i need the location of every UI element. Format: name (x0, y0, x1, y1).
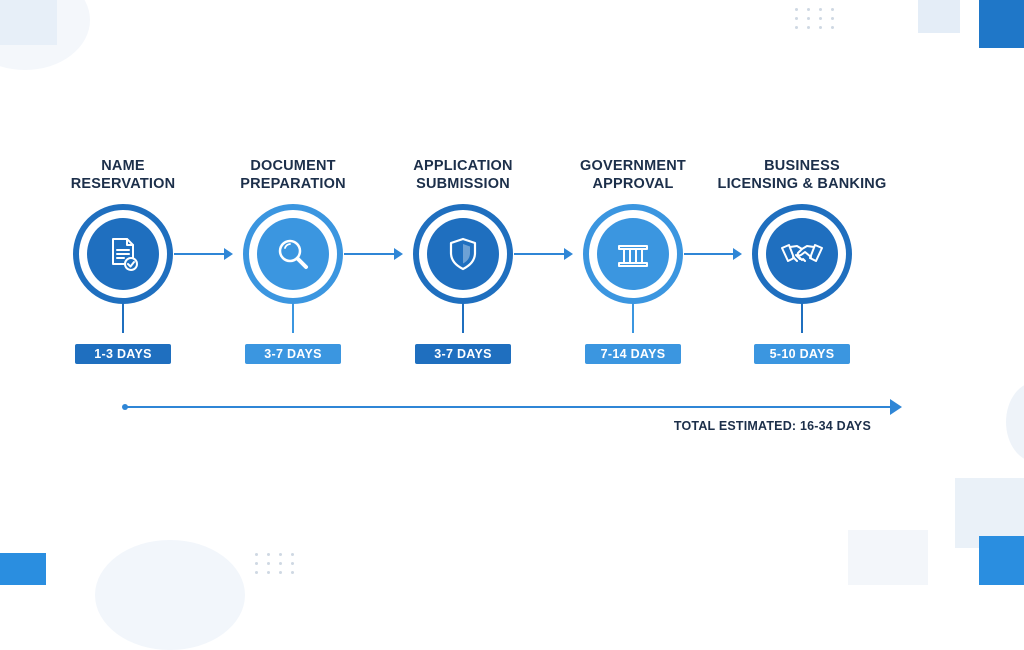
step-connector-line (632, 303, 634, 333)
background-square (979, 0, 1024, 48)
total-estimate-label: TOTAL ESTIMATED: 16-34 DAYS (673, 419, 871, 433)
step-arrow (684, 248, 742, 260)
step-title-line: APPLICATION (413, 158, 513, 174)
step-title-line: DOCUMENT (250, 158, 336, 174)
dot-grid-decoration (795, 8, 835, 29)
step-title-line: LICENSING & BANKING (717, 176, 887, 192)
background-square (0, 0, 57, 45)
step-arrow (344, 248, 403, 260)
magnifier-icon (257, 218, 329, 290)
step-title: GOVERNMENT APPROVAL (533, 157, 733, 193)
step-circle (243, 204, 343, 304)
document-check-icon (87, 218, 159, 290)
duration-badge: 5-10 DAYS (754, 344, 850, 364)
shield-icon (427, 218, 499, 290)
step-circle (73, 204, 173, 304)
step-arrow (174, 248, 233, 260)
duration-badge: 3-7 DAYS (245, 344, 341, 364)
timeline-arrow (122, 399, 902, 415)
duration-badge: 3-7 DAYS (415, 344, 511, 364)
background-square (848, 530, 928, 585)
step-title-line: APPROVAL (592, 176, 674, 192)
step-title-line: NAME (101, 158, 145, 174)
step-title: NAME RESERVATION (23, 157, 223, 193)
step-title-line: BUSINESS (764, 158, 840, 174)
timeline-start-dot (122, 404, 128, 410)
duration-badge: 7-14 DAYS (585, 344, 681, 364)
step-title-line: PREPARATION (240, 176, 346, 192)
step-title: APPLICATION SUBMISSION (363, 157, 563, 193)
background-square (0, 553, 46, 585)
step-connector-line (462, 303, 464, 333)
handshake-icon (766, 218, 838, 290)
background-square (918, 0, 960, 33)
step-title-line: SUBMISSION (416, 176, 510, 192)
step-arrow (514, 248, 573, 260)
background-circle (1006, 382, 1024, 462)
step-title-line: GOVERNMENT (580, 158, 686, 174)
dot-grid-decoration (255, 553, 295, 574)
step-connector-line (122, 303, 124, 333)
timeline-arrowhead (890, 399, 902, 415)
background-square (979, 536, 1024, 585)
background-circle (95, 540, 245, 650)
step-connector-line (801, 303, 803, 333)
step-circle (752, 204, 852, 304)
duration-badge: 1-3 DAYS (75, 344, 171, 364)
government-building-icon (597, 218, 669, 290)
step-circle (583, 204, 683, 304)
step-connector-line (292, 303, 294, 333)
step-circle (413, 204, 513, 304)
step-title-line: RESERVATION (70, 176, 176, 192)
step-title: DOCUMENT PREPARATION (193, 157, 393, 193)
step-title: BUSINESS LICENSING & BANKING (702, 157, 902, 193)
